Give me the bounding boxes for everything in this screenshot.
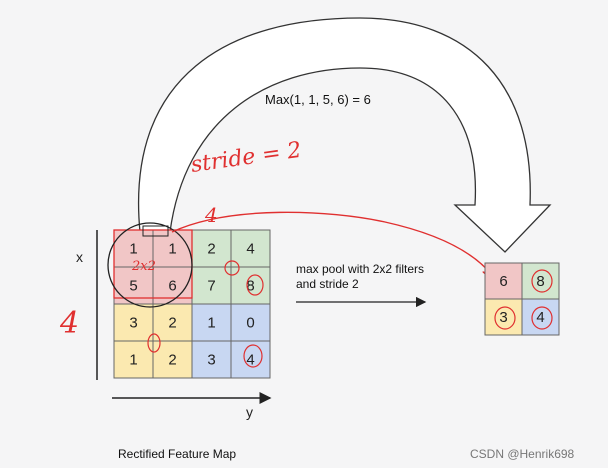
- feature-map-value: 3: [129, 315, 137, 332]
- feature-map-value: 8: [246, 278, 254, 295]
- pooled-cell: [521, 262, 560, 300]
- red-mapping-arrow: [171, 211, 492, 275]
- max-formula: Max(1, 1, 5, 6) = 6: [265, 92, 371, 107]
- circle-pooled-4: [531, 306, 553, 330]
- circle-2-cell: [147, 333, 161, 353]
- feature-map-value: 4: [246, 241, 254, 258]
- feature-map-value: 1: [129, 241, 137, 258]
- feature-map-value: 4: [246, 352, 254, 369]
- operation-line-2: and stride 2: [296, 277, 359, 291]
- feature-map-cell: [113, 340, 154, 379]
- feature-map-value: 5: [129, 278, 137, 295]
- y-axis-label: y: [246, 404, 253, 420]
- feature-map-value: 2: [168, 352, 176, 369]
- height-note: 4: [59, 306, 79, 341]
- pool-window-circle: [107, 222, 193, 308]
- circle-pooled-8: [531, 269, 553, 293]
- watermark: CSDN @Henrik698: [470, 447, 575, 461]
- feature-map-caption: Rectified Feature Map: [118, 447, 236, 461]
- feature-map-value: 2: [207, 241, 215, 258]
- feature-map-value: 3: [207, 352, 215, 369]
- feature-map-value: 1: [207, 315, 215, 332]
- feature-map-cell: [191, 229, 232, 268]
- feature-map-cell: [191, 340, 232, 379]
- feature-map-cell: [230, 340, 271, 379]
- pooled-value: 4: [536, 309, 544, 326]
- width-note: 4: [204, 203, 218, 227]
- feature-map-cell: [113, 303, 154, 342]
- kernel-note: 2x2: [131, 259, 156, 274]
- circle-8-left: [224, 260, 240, 276]
- feature-map-value: 7: [207, 278, 215, 295]
- pooled-output-grid: 6 8 3 4: [484, 262, 560, 336]
- circle-4-cell: [243, 344, 263, 368]
- pool-window-top-marker: [142, 225, 169, 237]
- feature-map-grid: 1 1 2 4 5 6 7 8 3 2 1 0 1 2 3 4: [113, 229, 271, 379]
- feature-map-value: 1: [168, 241, 176, 258]
- operation-line-1: max pool with 2x2 filters: [296, 262, 424, 276]
- pooled-value: 3: [499, 309, 507, 326]
- stride-note: stride = 2: [189, 138, 303, 178]
- pooled-value: 8: [536, 273, 544, 290]
- feature-map-value: 2: [168, 315, 176, 332]
- curved-arrow: [138, 17, 552, 253]
- x-axis-label: x: [76, 249, 83, 265]
- feature-map-value: 0: [246, 315, 254, 332]
- circle-8-cell: [246, 274, 264, 296]
- feature-map-value: 6: [168, 278, 176, 295]
- circle-pooled-3: [494, 306, 516, 330]
- pooled-value: 6: [499, 273, 507, 290]
- feature-map-value: 1: [129, 352, 137, 369]
